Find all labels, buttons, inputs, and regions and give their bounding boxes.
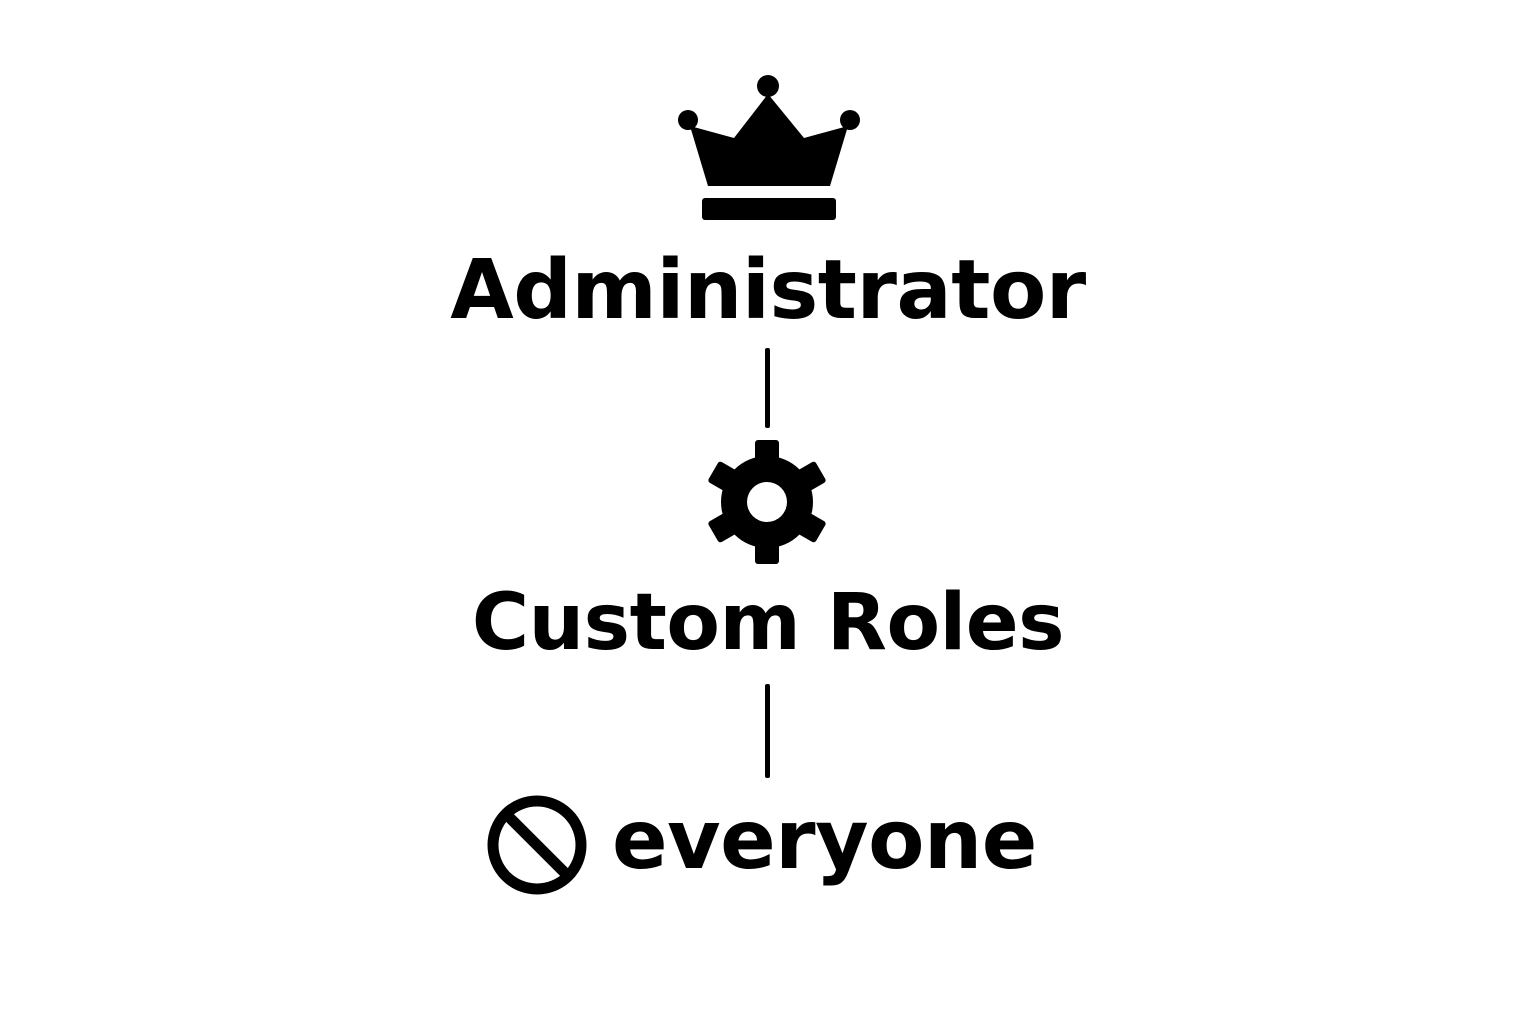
- role-label-custom-roles: Custom Roles: [471, 578, 1065, 668]
- hierarchy-connector: [765, 348, 770, 428]
- crown-icon: [678, 75, 860, 220]
- role-label-administrator: Administrator: [450, 243, 1086, 338]
- ban-icon: [487, 795, 587, 895]
- gear-icon: [708, 440, 826, 564]
- hierarchy-connector: [765, 684, 770, 778]
- role-label-everyone: everyone: [612, 793, 1037, 888]
